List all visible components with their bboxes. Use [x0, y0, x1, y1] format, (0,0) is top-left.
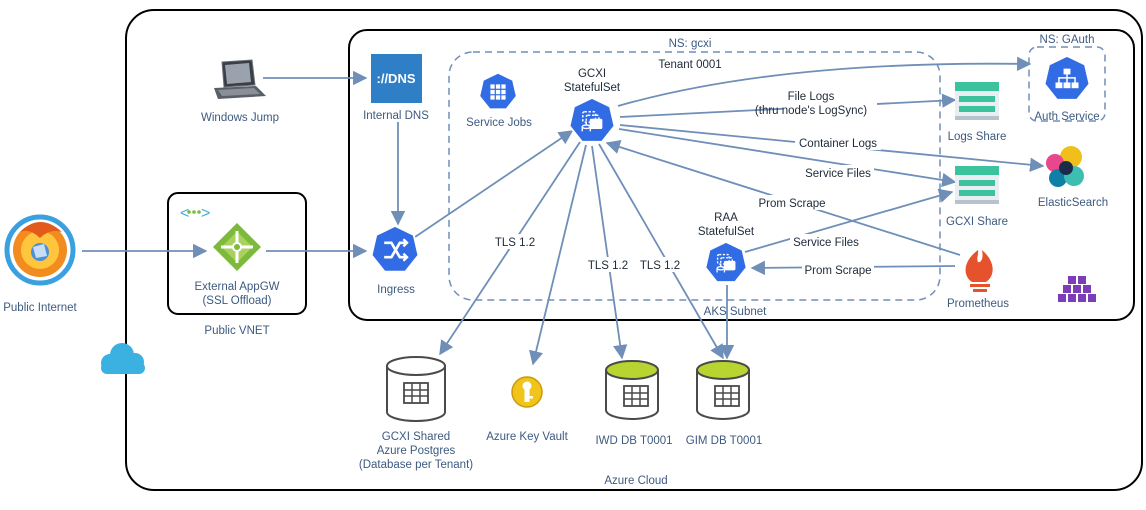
- raa-label-1: RAA: [714, 212, 738, 224]
- windows-jump-label: Windows Jump: [201, 112, 279, 124]
- ingress-label: Ingress: [377, 284, 415, 296]
- edge-labels: File Logs (thru node's LogSync) Containe…: [493, 88, 881, 277]
- prom-scrape-raa-label: Prom Scrape: [804, 265, 871, 277]
- dns-badge-text: ://DNS: [377, 71, 416, 86]
- gcxi-label-1: GCXI: [578, 68, 606, 80]
- statefulset-icon: [568, 97, 616, 143]
- file-logs-sub-label: (thru node's LogSync): [755, 105, 867, 117]
- azure-cloud-label: Azure Cloud: [604, 475, 667, 487]
- shuffle-icon: [370, 225, 420, 273]
- edge-gcxi-gcxishare: [618, 128, 957, 188]
- iwd-db-label: IWD DB T0001: [595, 435, 672, 447]
- key-icon: [511, 376, 543, 408]
- laptop-icon: [214, 59, 266, 99]
- dns-icon: ://DNS: [371, 54, 422, 103]
- file-logs-label: File Logs: [788, 91, 835, 103]
- edge-raa-gcxishare: [744, 188, 954, 253]
- aks-subnet-label: AKS Subnet: [704, 306, 767, 318]
- gim-db-label: GIM DB T0001: [686, 435, 763, 447]
- azure-cloud-boundary: [125, 9, 1143, 491]
- ns-gauth-boundary: [1028, 46, 1106, 122]
- file-share-icon: [955, 82, 999, 120]
- logs-share-node[interactable]: Logs Share: [948, 82, 1007, 143]
- raa-label-2: StatefulSet: [698, 226, 755, 238]
- tenant-label: Tenant 0001: [658, 59, 721, 71]
- edge-gcxi-gim: [598, 143, 724, 360]
- elasticsearch-node[interactable]: ElasticSearch: [1038, 146, 1108, 209]
- public-internet-label: Public Internet: [3, 302, 77, 314]
- appgw-label-2: (SSL Offload): [202, 295, 271, 307]
- elasticsearch-label: ElasticSearch: [1038, 197, 1108, 209]
- database-icon: [605, 360, 659, 420]
- tls-gim-label: TLS 1.2: [640, 260, 680, 272]
- file-share-icon: [955, 166, 999, 204]
- cloud-icon: [101, 343, 145, 374]
- external-appgw-node[interactable]: External AppGW (SSL Offload): [194, 222, 280, 307]
- logs-share-label: Logs Share: [948, 131, 1007, 143]
- windows-jump-node[interactable]: Windows Jump: [201, 59, 279, 124]
- service-files-raa-label: Service Files: [793, 237, 859, 249]
- raa-statefulset-node[interactable]: RAA StatefulSet: [698, 212, 755, 283]
- postgres-label-1: GCXI Shared: [382, 431, 450, 443]
- prometheus-node[interactable]: Prometheus: [947, 250, 1009, 310]
- edge-ingress-gcxi: [414, 130, 574, 238]
- service-jobs-node[interactable]: Service Jobs: [466, 72, 532, 129]
- container-logs-label: Container Logs: [799, 138, 877, 150]
- iwd-db-node[interactable]: IWD DB T0001: [595, 360, 673, 447]
- ns-gcxi-label: NS: gcxi: [669, 38, 712, 50]
- auth-service-node[interactable]: Auth Service: [1034, 55, 1100, 123]
- public-vnet-boundary: [167, 192, 307, 315]
- aks-subnet-boundary: [348, 29, 1135, 321]
- public-vnet-label: Public VNET: [204, 325, 269, 337]
- flame-icon: [965, 250, 993, 292]
- vnet-icon: < >: [180, 205, 210, 222]
- browser-icon: [4, 214, 76, 286]
- service-files-gcxi-label: Service Files: [805, 168, 871, 180]
- auth-service-label: Auth Service: [1034, 111, 1099, 123]
- internal-dns-node[interactable]: ://DNS Internal DNS: [363, 54, 429, 122]
- ns-gcxi-boundary: [448, 51, 941, 301]
- public-internet-node[interactable]: Public Internet: [3, 214, 78, 314]
- appgw-label-1: External AppGW: [194, 281, 279, 293]
- service-jobs-label: Service Jobs: [466, 117, 532, 129]
- ingress-node[interactable]: Ingress: [370, 225, 420, 296]
- svg-text:<: <: [180, 205, 189, 222]
- postgres-label-2: Azure Postgres: [377, 445, 456, 457]
- internal-dns-label: Internal DNS: [363, 110, 429, 122]
- grid-icon: [478, 72, 518, 110]
- connectors: [82, 56, 1045, 366]
- gcxi-share-label: GCXI Share: [946, 216, 1008, 228]
- auth-icon: [1043, 55, 1091, 101]
- cubes-icon: [1058, 276, 1096, 302]
- edge-gcxi-iwd: [591, 145, 628, 360]
- edge-gcxi-auth: [617, 56, 1032, 107]
- tls-postgres-label: TLS 1.2: [495, 237, 535, 249]
- prom-scrape-gcxi-label: Prom Scrape: [758, 198, 825, 210]
- gcxi-statefulset-node[interactable]: GCXI StatefulSet: [564, 68, 621, 143]
- gcxi-share-node[interactable]: GCXI Share: [946, 166, 1008, 228]
- key-vault-label: Azure Key Vault: [486, 431, 568, 443]
- gim-db-node[interactable]: GIM DB T0001: [686, 360, 763, 447]
- postgres-db-node[interactable]: GCXI Shared Azure Postgres (Database per…: [359, 356, 473, 471]
- key-vault-node[interactable]: Azure Key Vault: [486, 376, 569, 443]
- gateway-icon: [212, 222, 262, 272]
- elastic-icon: [1046, 146, 1084, 187]
- gcxi-label-2: StatefulSet: [564, 82, 621, 94]
- tls-iwd-label: TLS 1.2: [588, 260, 628, 272]
- statefulset-icon: [704, 241, 748, 283]
- database-icon: [386, 356, 446, 422]
- svg-text:>: >: [201, 205, 210, 222]
- postgres-label-3: (Database per Tenant): [359, 459, 473, 471]
- ns-gauth-label: NS: GAuth: [1040, 34, 1095, 46]
- prometheus-label: Prometheus: [947, 298, 1009, 310]
- database-icon: [696, 360, 750, 420]
- edge-gcxi-keyvault: [529, 144, 587, 366]
